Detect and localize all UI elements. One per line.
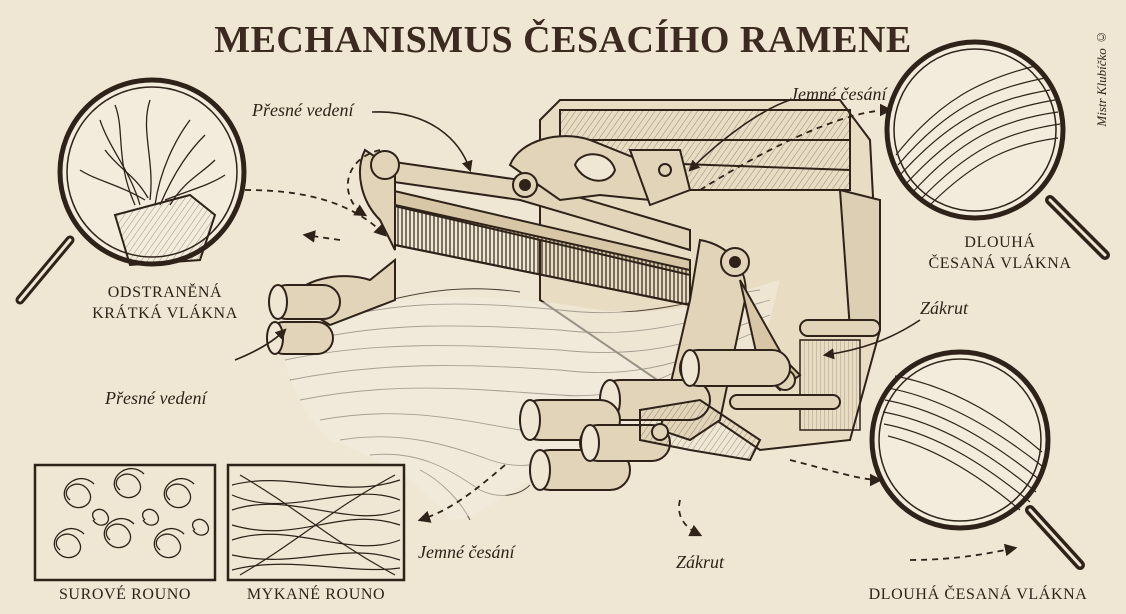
carded-fleece-inset	[226, 463, 406, 582]
label-short-fibers: ODSTRANĚNÁ KRÁTKÁ VLÁKNA	[90, 282, 240, 324]
raw-fleece-inset	[33, 463, 217, 582]
flow-arrows	[244, 103, 1018, 561]
label-twist-right: Zákrut	[920, 298, 969, 318]
label-guide-top: Přesné vedení	[252, 100, 354, 120]
artist-signature: Mistr Klubíčko ©	[1094, 30, 1109, 127]
label-guide-left: Přesné vedení	[105, 388, 207, 408]
label-fine-comb-bottom: Jemné česání	[418, 542, 515, 562]
feed-rollers	[266, 284, 881, 491]
magnifier-icon	[869, 349, 1085, 570]
magnifier-icon	[884, 39, 1110, 260]
label-carded-fleece: MYKANÉ ROUNO	[246, 586, 386, 603]
magnifier-icon	[15, 77, 247, 305]
label-fine-comb-top: Jemné česání	[790, 84, 887, 104]
label-long-fibers-bottom: DLOUHÁ ČESANÁ VLÁKNA	[868, 586, 1088, 603]
label-raw-fleece: SUROVÉ ROUNO	[58, 586, 192, 603]
leader-lines	[234, 99, 921, 361]
label-long-fibers: DLOUHÁ ČESANÁ VLÁKNA	[925, 232, 1075, 274]
label-long-fibers-line2: ČESANÁ VLÁKNA	[928, 255, 1072, 272]
label-twist-bottom: Zákrut	[676, 552, 725, 572]
label-long-fibers-line1: DLOUHÁ	[964, 234, 1036, 251]
page-title: MECHANISMUS ČESACÍHO RAMENE	[214, 19, 912, 61]
label-short-fibers-line1: ODSTRANĚNÁ	[107, 284, 223, 301]
label-short-fibers-line2: KRÁTKÁ VLÁKNA	[92, 305, 238, 322]
